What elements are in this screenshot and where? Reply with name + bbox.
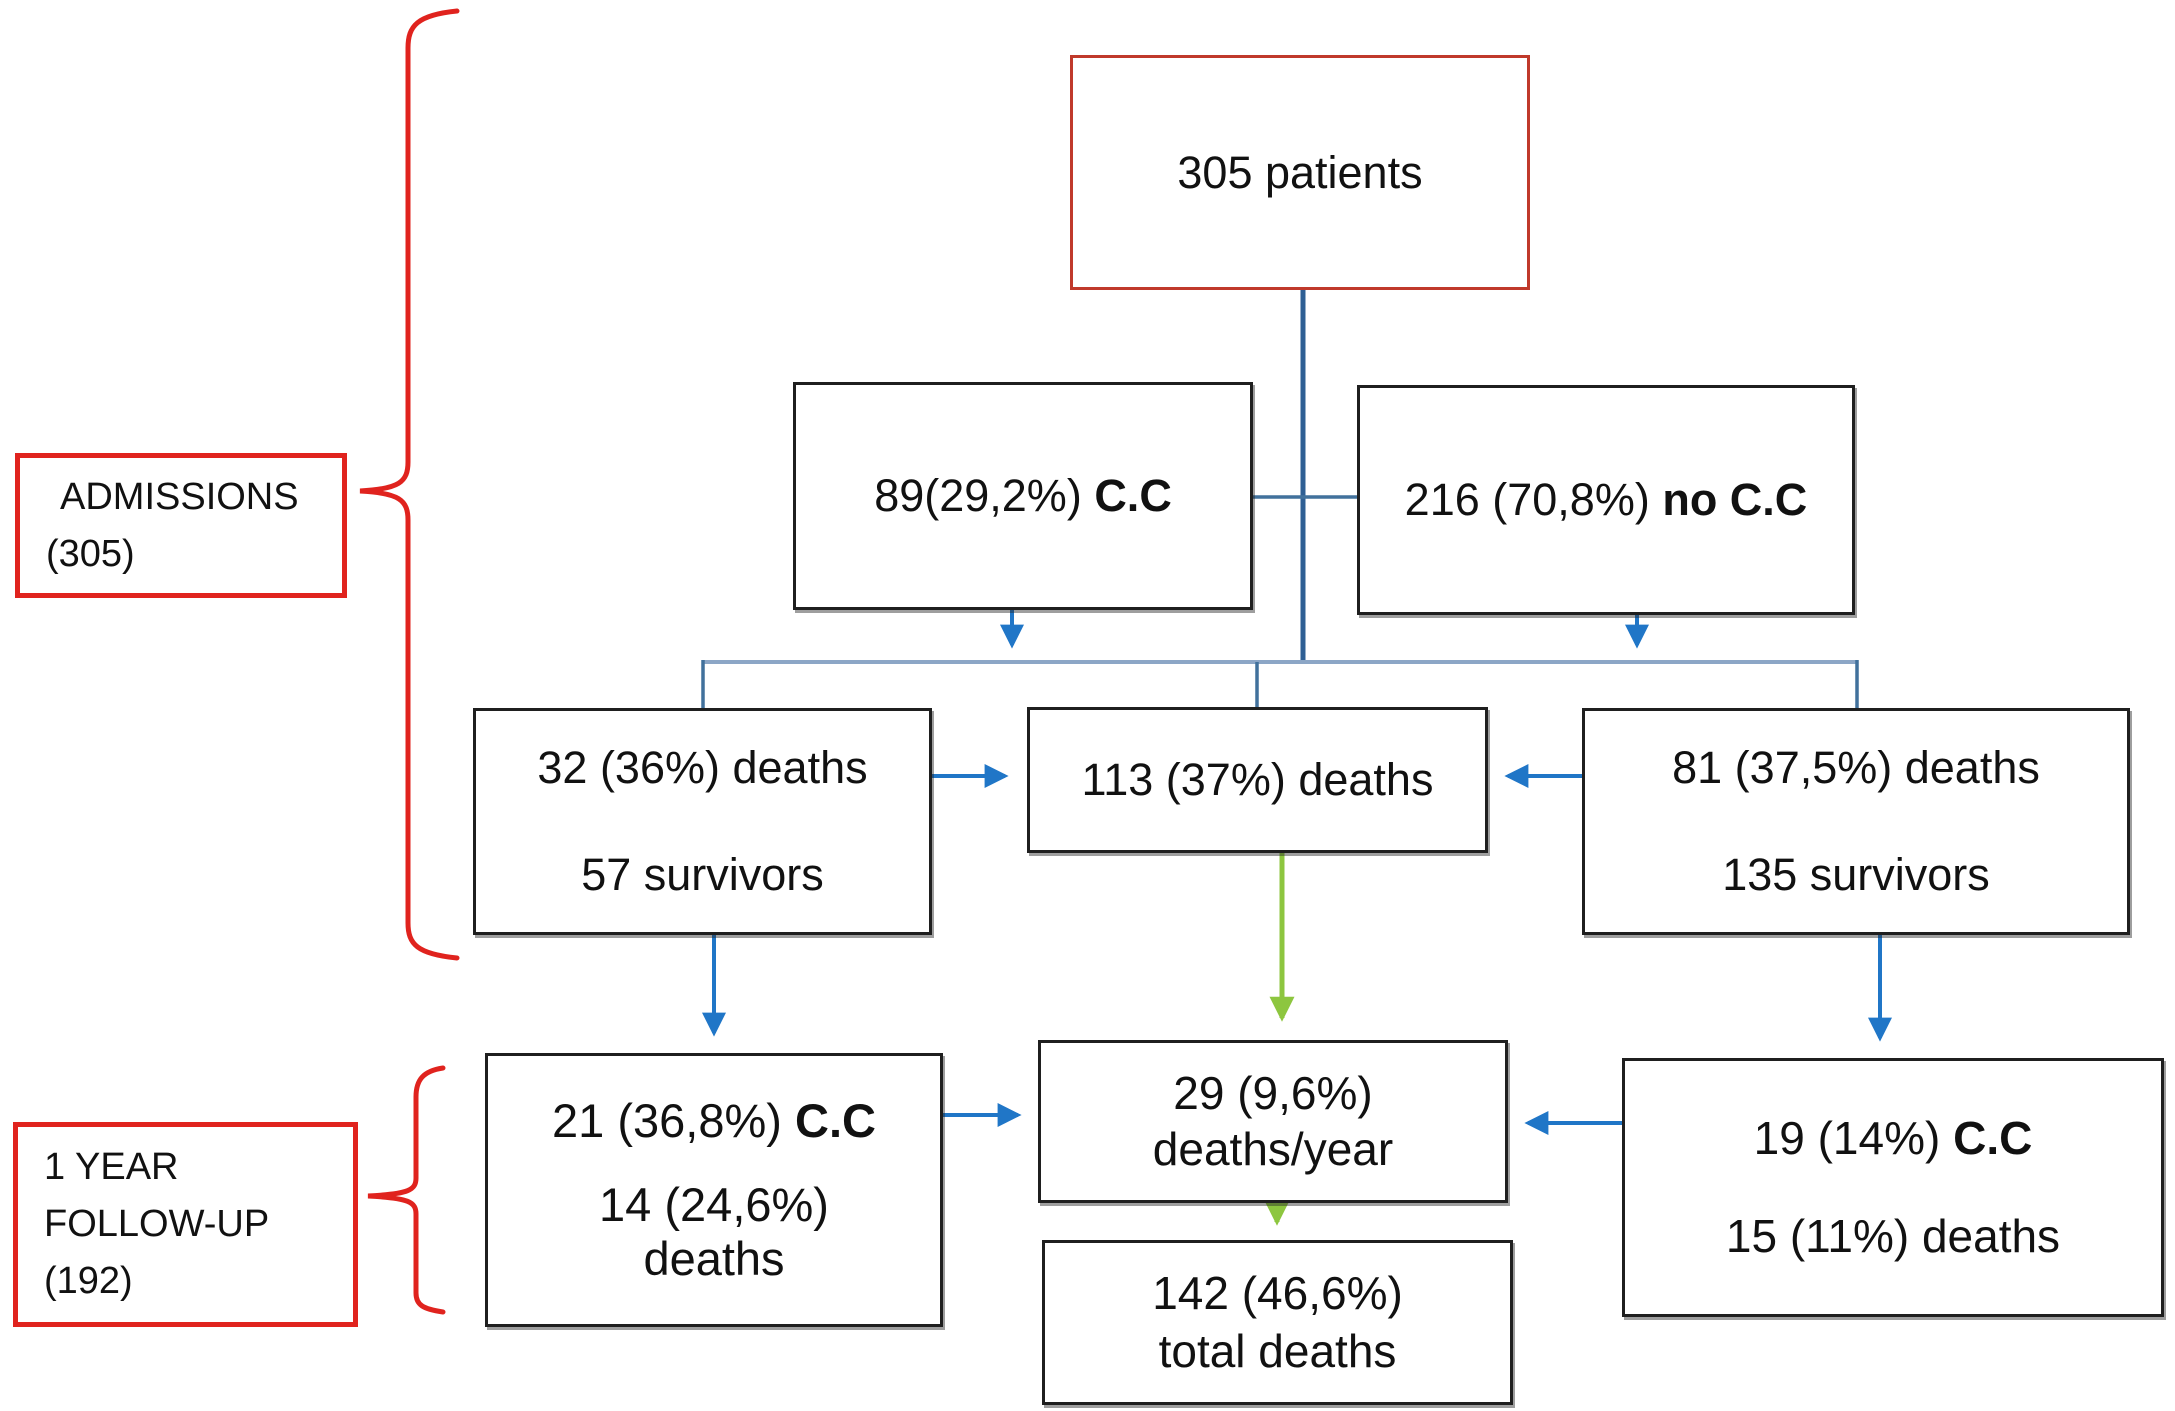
- cc-outcome-box: 32 (36%) deaths 57 survivors: [473, 708, 932, 935]
- no-cc-outcome-survivors: 135 survivors: [1722, 849, 1990, 900]
- admissions-label-line2: (305): [46, 532, 135, 575]
- no-cc-outcome-box: 81 (37,5%) deaths 135 survivors: [1582, 708, 2130, 935]
- followup-cc-line1: 21 (36,8%) C.C: [552, 1094, 876, 1148]
- admissions-brace: [359, 8, 460, 961]
- patients-box: 305 patients: [1070, 55, 1530, 290]
- followup-cc-count: 21 (36,8%): [552, 1093, 795, 1147]
- no-cc-tag: no C.C: [1662, 474, 1808, 526]
- deaths-per-year-line2: deaths/year: [1152, 1122, 1394, 1175]
- cc-tag: C.C: [1094, 470, 1172, 522]
- total-deaths-box: 142 (46,6%) total deaths: [1042, 1240, 1513, 1405]
- followup-label-line1: 1 YEAR: [44, 1146, 179, 1188]
- followup-no-cc-deaths: 15 (11%) deaths: [1725, 1210, 2061, 1262]
- no-cc-text: 216 (70,8%) no C.C: [1405, 474, 1808, 526]
- followup-no-cc-line1: 19 (14%) C.C: [1754, 1112, 2033, 1165]
- followup-no-cc-box: 19 (14%) C.C 15 (11%) deaths: [1622, 1058, 2164, 1317]
- followup-label-line3: (192): [44, 1260, 133, 1302]
- no-cc-outcome-deaths: 81 (37,5%) deaths: [1672, 742, 2040, 794]
- followup-cc-deaths: 14 (24,6%) deaths: [599, 1178, 829, 1286]
- admissions-label-line1: ADMISSIONS: [60, 475, 299, 518]
- deaths-per-year-box: 29 (9,6%) deaths/year: [1038, 1040, 1508, 1203]
- followup-cc-deaths-word: deaths: [643, 1232, 785, 1286]
- cc-box: 89(29,2%) C.C: [793, 382, 1253, 610]
- followup-brace: [367, 1065, 446, 1315]
- followup-cc-box: 21 (36,8%) C.C 14 (24,6%) deaths: [485, 1053, 943, 1327]
- followup-cc-tag: C.C: [795, 1093, 876, 1147]
- total-deaths-line1: 142 (46,6%): [1152, 1267, 1403, 1319]
- cc-text: 89(29,2%) C.C: [874, 470, 1172, 522]
- cc-outcome-survivors: 57 survivors: [581, 849, 824, 900]
- patients-text: 305 patients: [1177, 146, 1423, 198]
- followup-no-cc-count: 19 (14%): [1753, 1112, 1954, 1165]
- deaths-per-year-line1: 29 (9,6%): [1173, 1067, 1373, 1120]
- admission-deaths-text: 113 (37%) deaths: [1081, 754, 1434, 806]
- cc-outcome-deaths: 32 (36%) deaths: [537, 742, 868, 794]
- no-cc-box: 216 (70,8%) no C.C: [1357, 385, 1855, 615]
- cc-count: 89(29,2%): [874, 470, 1095, 522]
- admissions-label-box: ADMISSIONS (305): [15, 453, 347, 598]
- no-cc-count: 216 (70,8%): [1404, 474, 1663, 526]
- followup-label-box: 1 YEAR FOLLOW-UP (192): [13, 1122, 358, 1327]
- followup-label-line2: FOLLOW-UP: [44, 1203, 270, 1245]
- followup-no-cc-tag: C.C: [1953, 1112, 2033, 1165]
- total-deaths-line2: total deaths: [1158, 1324, 1397, 1377]
- admission-deaths-box: 113 (37%) deaths: [1027, 707, 1488, 853]
- followup-cc-deaths-count: 14 (24,6%): [599, 1177, 829, 1231]
